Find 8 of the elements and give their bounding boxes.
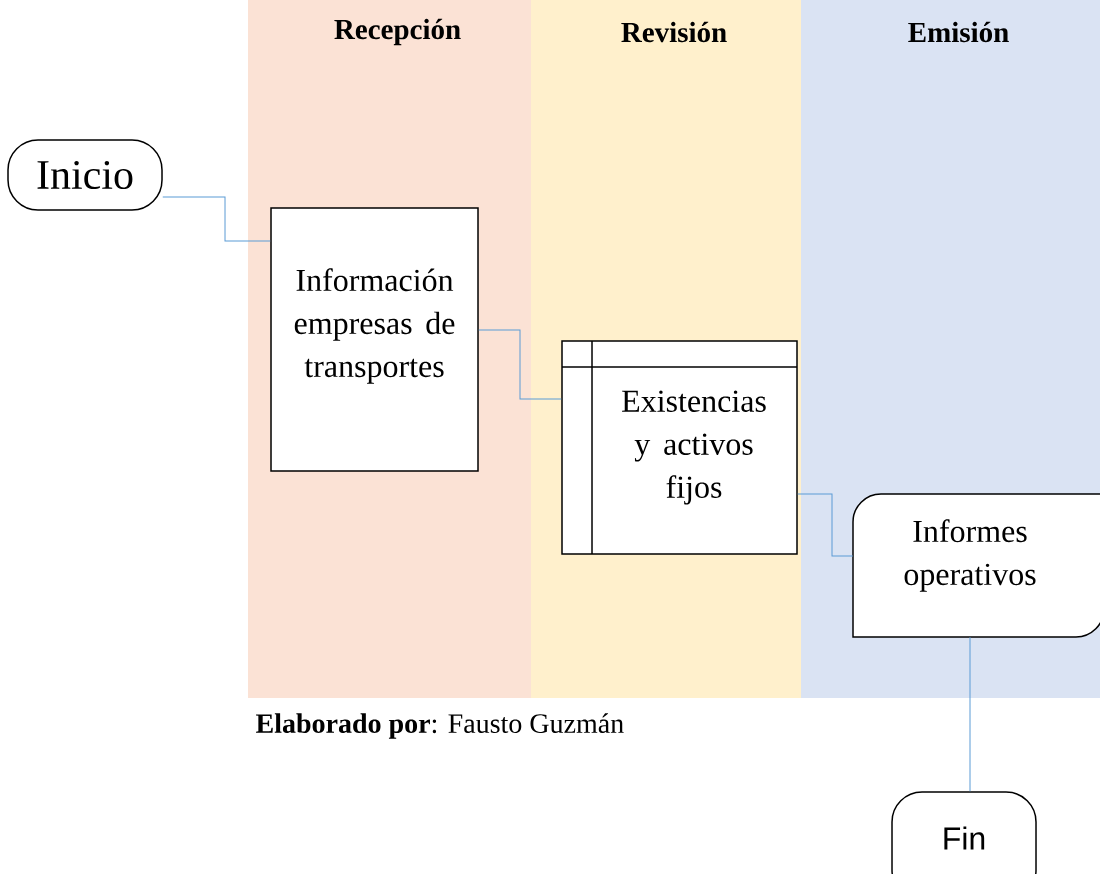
connector-line xyxy=(969,636,971,792)
document-box: Informes operativos xyxy=(852,493,1100,638)
process-box: Información empresas de transportes xyxy=(270,207,479,472)
internal-storage-box: Existencias y activos fijos xyxy=(561,340,798,555)
credit-note: Elaborado por: Fausto Guzmán xyxy=(256,713,624,739)
connector-line xyxy=(162,196,271,242)
connector-line xyxy=(797,493,854,557)
connector-line xyxy=(478,329,562,400)
